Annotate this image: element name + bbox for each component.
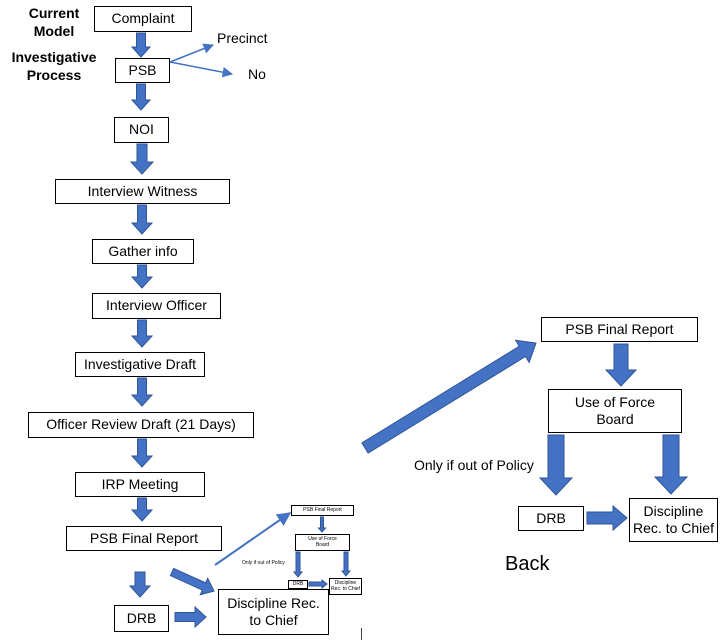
gather-info-box: Gather info (92, 239, 194, 264)
arrow-psb-to-noi (130, 83, 152, 111)
model-title-line2: Model (33, 23, 75, 40)
noi-box: NOI (114, 117, 169, 143)
expanded-drb-box: DRB (518, 506, 584, 531)
arrow-gather-info-to-interview-officer (130, 264, 154, 289)
interview-witness-label: Interview Witness (87, 182, 198, 199)
interview-officer-box: Interview Officer (92, 293, 221, 319)
process-subtitle: Investigative Process (2, 48, 106, 84)
arrow-psb-to-precinct (169, 43, 214, 63)
psb-label: PSB (128, 61, 157, 78)
expanded-arrow-drb-to-discipline (586, 504, 628, 532)
drb-box: DRB (114, 605, 169, 632)
model-title-line1: Current (28, 5, 80, 21)
expanded-arrow-board-to-drb (538, 434, 574, 496)
thumb-drb-box: DRB (288, 580, 308, 589)
thumb-arrow-drb-to-discipline (308, 578, 328, 590)
officer-review-draft-label: Officer Review Draft (21 Days) (46, 416, 236, 433)
process-subtitle-line1: Investigative (11, 49, 97, 65)
thumb-arrow-up (214, 512, 292, 566)
psb-box: PSB (115, 58, 170, 83)
arrow-complaint-to-psb (130, 32, 152, 58)
discipline-label: Discipline Rec.to Chief (227, 595, 320, 630)
psb-final-report-box: PSB Final Report (66, 526, 222, 551)
expanded-arrow-board-to-discipline (653, 434, 689, 495)
thumb-arrow-board-to-discipline (340, 551, 352, 577)
discipline-label-line1: Discipline Rec. (227, 594, 320, 611)
expanded-discipline-line2: Rec. to Chief (633, 520, 714, 536)
expanded-psb-final-report-label: PSB Final Report (565, 320, 674, 337)
arrow-officer-review-to-irp-meeting (130, 438, 154, 468)
complaint-box: Complaint (94, 6, 192, 32)
drb-label: DRB (126, 609, 157, 626)
discipline-box: Discipline Rec.to Chief (218, 589, 329, 635)
expanded-drb-label: DRB (536, 509, 566, 526)
thumb-use-of-force-line2: Board (315, 541, 330, 548)
arrow-investigative-draft-to-officer-review (130, 377, 154, 407)
interview-officer-label: Interview Officer (106, 297, 207, 314)
arrow-psb-final-report-to-drb (128, 571, 152, 598)
discipline-label-line2: to Chief (249, 612, 298, 628)
investigative-draft-box: Investigative Draft (75, 352, 205, 377)
thumb-discipline-line2: Rec. to Chief (331, 585, 360, 592)
thumb-arrow-board-to-drb (292, 551, 304, 578)
arrow-thumb-to-expanded (361, 339, 537, 454)
no-label: No (248, 66, 266, 82)
expanded-psb-final-report-box: PSB Final Report (541, 317, 698, 342)
thumb-condition-label: Only if out of Policy (242, 560, 285, 566)
expanded-condition-label: Only if out of Policy (414, 457, 534, 473)
expanded-discipline-line1: Discipline (643, 502, 704, 519)
back-link[interactable]: Back (505, 553, 550, 575)
expanded-use-of-force-line1: Use of Force (574, 393, 656, 410)
officer-review-draft-box: Officer Review Draft (21 Days) (28, 412, 254, 438)
irp-meeting-label: IRP Meeting (101, 475, 179, 492)
investigative-draft-label: Investigative Draft (83, 355, 197, 372)
arrow-irp-meeting-to-psb-final-report (130, 497, 154, 522)
precinct-label: Precinct (217, 30, 268, 46)
expanded-use-of-force-line2: Board (596, 411, 634, 427)
thumb-discipline-line1: Discipline (334, 580, 357, 586)
psb-final-report-label: PSB Final Report (89, 529, 199, 546)
interview-witness-box: Interview Witness (55, 179, 230, 204)
irp-meeting-box: IRP Meeting (75, 472, 205, 497)
thumb-drb-label: DRB (292, 580, 304, 587)
thumb-divider (361, 628, 362, 640)
arrow-noi-to-interview-witness (129, 143, 155, 175)
process-subtitle-line2: Process (26, 67, 82, 84)
arrow-psb-final-report-to-discipline (169, 567, 215, 596)
gather-info-label: Gather info (108, 242, 178, 259)
arrow-interview-witness-to-gather-info (130, 204, 154, 235)
expanded-arrow-report-to-board (604, 343, 638, 387)
thumb-use-of-force-line1: Use of Force (308, 536, 337, 542)
arrow-psb-to-no (169, 61, 234, 78)
arrow-interview-officer-to-investigative-draft (130, 319, 154, 348)
thumb-psb-final-report-label: PSB Final Report (303, 506, 342, 513)
thumb-arrow-report-to-board (317, 516, 327, 533)
noi-label: NOI (129, 121, 154, 138)
complaint-label: Complaint (111, 10, 175, 27)
arrow-drb-to-discipline (174, 605, 207, 629)
model-title: Current Model (18, 4, 90, 40)
thumb-psb-final-report-box: PSB Final Report (291, 505, 354, 516)
